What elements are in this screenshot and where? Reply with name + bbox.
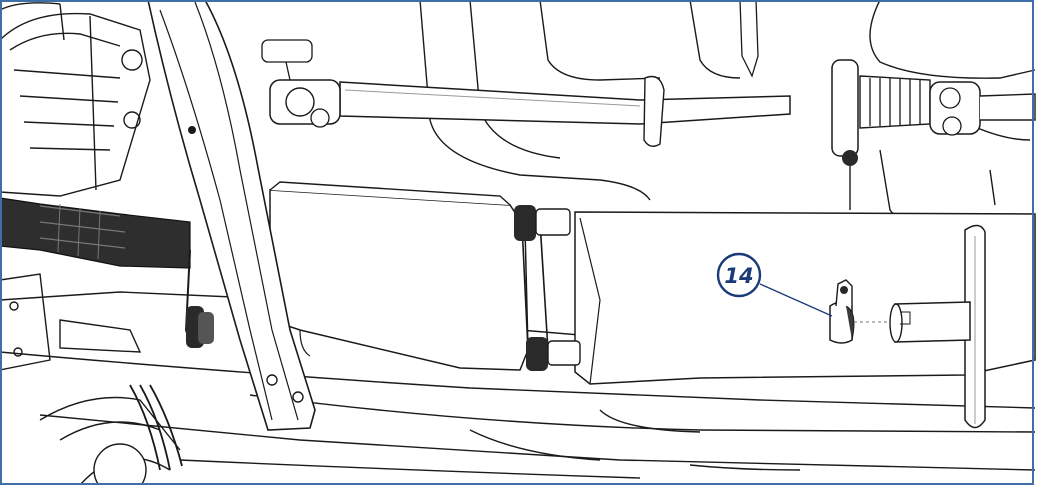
frame-bracket: [147, 0, 316, 431]
callout-14: 14: [716, 252, 833, 317]
front-universal-joint: [261, 39, 341, 128]
shaft-boot: [831, 59, 931, 166]
callout-number: 14: [724, 264, 753, 288]
front-exhaust-section: [269, 181, 529, 371]
exhaust-clamp: [829, 279, 855, 344]
lower-left-wiring: [0, 273, 183, 485]
tailpipe-stub: [889, 301, 971, 343]
callout-leader-line: [759, 283, 833, 317]
callout-circle: [716, 252, 762, 298]
rubber-hanger: [514, 205, 581, 371]
drive-shaft: [261, 0, 1036, 166]
rear-universal-joint: [929, 81, 1036, 136]
transmission-housing: [0, 2, 151, 197]
left-hanger: [184, 249, 214, 348]
